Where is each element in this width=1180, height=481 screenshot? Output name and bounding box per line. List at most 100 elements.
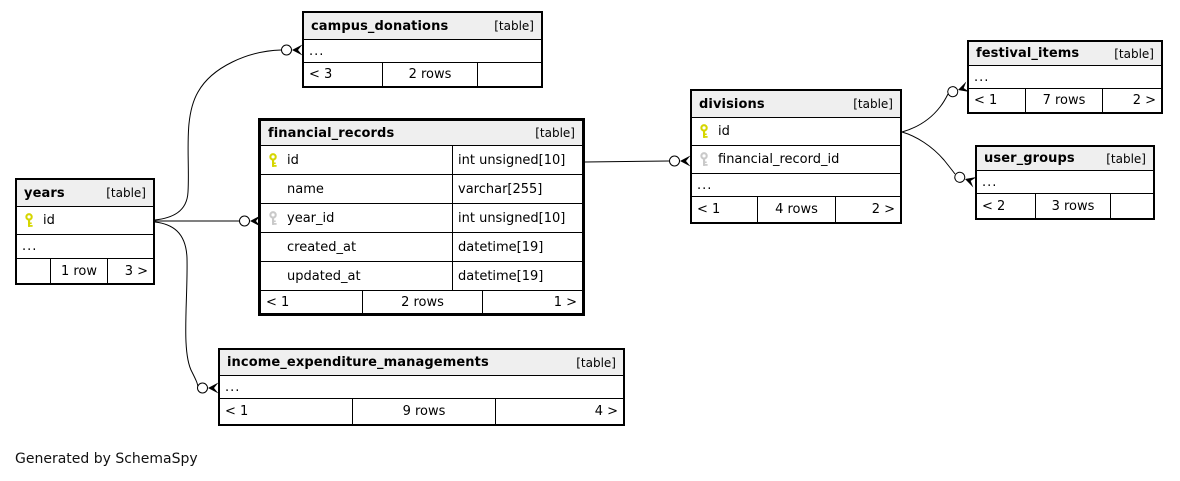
column-name-cell: name — [261, 175, 453, 203]
column-name: financial_record_id — [718, 152, 840, 167]
table-divisions[interactable]: divisions [table] id financial_record_id… — [690, 89, 902, 224]
zero-or-many-marker — [669, 155, 691, 167]
parents-count: < 3 — [309, 67, 333, 82]
edge-divisions-user-groups — [901, 131, 956, 175]
column-type: datetime[19] — [458, 268, 544, 284]
column-name: id — [43, 213, 55, 228]
edge-financial-records-divisions — [584, 160, 670, 163]
table-type-label: [table] — [106, 186, 146, 200]
table-footer: < 3 2 rows — [304, 63, 541, 86]
column-row-id: id — [17, 207, 153, 235]
zero-or-many-marker — [952, 170, 978, 188]
parents-count: < 2 — [982, 198, 1006, 214]
primary-key-icon — [700, 124, 708, 138]
table-name: divisions — [699, 96, 765, 112]
table-name: years — [24, 185, 65, 201]
table-footer: 1 row 3 > — [17, 259, 153, 283]
table-type-label: [table] — [1114, 46, 1154, 61]
foreign-key-icon — [269, 210, 277, 225]
column-name: id — [287, 152, 299, 168]
hidden-columns-row: ... — [304, 40, 541, 63]
table-name: campus_donations — [311, 18, 449, 34]
column-type: int unsigned[10] — [458, 210, 566, 226]
table-name: financial_records — [268, 125, 395, 141]
children-count: 2 > — [1132, 93, 1156, 108]
column-row-financial-record-id: financial_record_id — [692, 146, 900, 174]
column-name: year_id — [287, 210, 335, 226]
row-count: 7 rows — [1025, 89, 1103, 112]
table-footer: < 1 9 rows 4 > — [220, 399, 623, 424]
row-count: 9 rows — [352, 399, 496, 424]
row-count: 1 row — [50, 259, 108, 283]
hidden-columns-row: ... — [17, 235, 153, 259]
column-name: created_at — [287, 239, 357, 255]
parents-count: < 1 — [266, 294, 290, 310]
table-footer: < 1 2 rows 1 > — [261, 291, 582, 313]
table-footer: < 1 7 rows 2 > — [969, 89, 1161, 112]
column-name-cell: created_at — [261, 233, 453, 261]
table-footer: < 1 4 rows 2 > — [692, 197, 900, 222]
column-type: varchar[255] — [458, 181, 543, 197]
generated-by-note: Generated by SchemaSpy — [15, 451, 198, 467]
table-type-label: [table] — [853, 97, 893, 111]
parents-count: < 1 — [697, 202, 721, 217]
table-header: divisions [table] — [692, 91, 900, 118]
table-financial-records[interactable]: financial_records [table] id int unsigne… — [258, 118, 585, 316]
edge-divisions-festival-items — [901, 93, 949, 133]
row-count: 4 rows — [757, 197, 836, 222]
children-count: 2 > — [871, 202, 895, 217]
column-name: name — [287, 181, 324, 197]
zero-or-many-marker — [197, 382, 219, 394]
column-name: updated_at — [287, 268, 361, 284]
table-user-groups[interactable]: user_groups [table] ... < 2 3 rows — [975, 145, 1155, 220]
table-name: festival_items — [976, 46, 1080, 61]
hidden-columns-row: ... — [969, 66, 1161, 89]
column-row-name: name varchar[255] — [261, 175, 582, 204]
column-name: id — [718, 124, 730, 139]
table-festival-items[interactable]: festival_items [table] ... < 1 7 rows 2 … — [967, 40, 1163, 114]
children-count — [1111, 194, 1153, 218]
row-count: 3 rows — [1035, 194, 1111, 218]
row-count: 2 rows — [382, 63, 478, 86]
parents-count — [17, 259, 50, 283]
foreign-key-icon — [700, 152, 708, 166]
table-campus-donations[interactable]: campus_donations [table] ... < 3 2 rows — [302, 11, 543, 88]
table-type-label: [table] — [1106, 151, 1146, 166]
children-count — [478, 63, 541, 86]
column-row-id: id int unsigned[10] — [261, 146, 582, 175]
primary-key-icon — [269, 152, 277, 167]
table-name: income_expenditure_managements — [227, 355, 489, 370]
children-count: 3 > — [124, 263, 148, 279]
zero-or-many-marker — [281, 44, 303, 56]
column-type: datetime[19] — [458, 239, 544, 255]
table-type-label: [table] — [494, 19, 534, 33]
column-name-cell: year_id — [261, 204, 453, 232]
column-row-created-at: created_at datetime[19] — [261, 233, 582, 262]
table-name: user_groups — [984, 151, 1075, 166]
table-header: income_expenditure_managements [table] — [220, 350, 623, 376]
table-type-label: [table] — [535, 126, 575, 140]
hidden-columns-row: ... — [977, 171, 1153, 194]
column-row-id: id — [692, 118, 900, 146]
table-header: user_groups [table] — [977, 147, 1153, 171]
primary-key-icon — [25, 213, 33, 227]
column-name-cell: updated_at — [261, 262, 453, 290]
column-type: int unsigned[10] — [458, 152, 566, 168]
table-type-label: [table] — [576, 355, 616, 370]
parents-count: < 1 — [974, 93, 998, 108]
column-row-updated-at: updated_at datetime[19] — [261, 262, 582, 291]
table-header: festival_items [table] — [969, 42, 1161, 66]
table-years[interactable]: years [table] id ... 1 row 3 > — [15, 178, 155, 285]
table-header: years [table] — [17, 180, 153, 207]
column-row-year-id: year_id int unsigned[10] — [261, 204, 582, 233]
edge-years-income-expenditure — [154, 221, 199, 389]
children-count: 1 > — [553, 294, 577, 310]
table-header: campus_donations [table] — [304, 13, 541, 40]
hidden-columns-row: ... — [692, 174, 900, 197]
table-footer: < 2 3 rows — [977, 194, 1153, 218]
edge-years-campus-donations — [154, 49, 282, 221]
table-income-expenditure-managements[interactable]: income_expenditure_managements [table] .… — [218, 348, 625, 426]
table-header: financial_records [table] — [261, 121, 582, 146]
